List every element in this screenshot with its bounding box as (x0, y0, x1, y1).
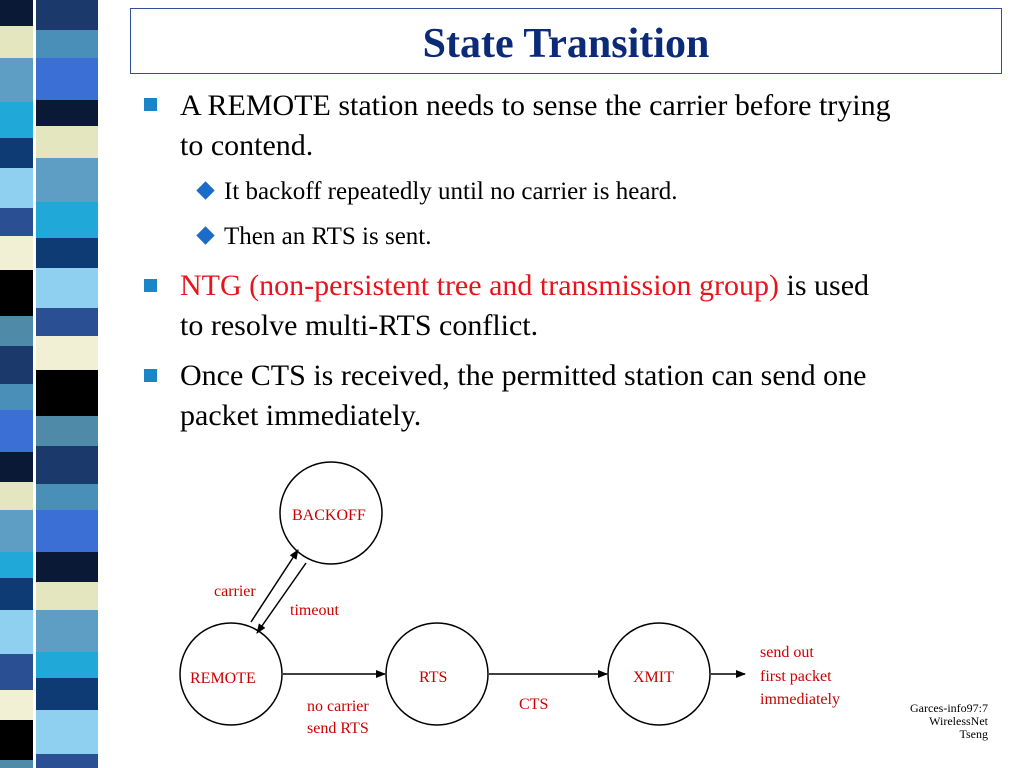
edge-label-immediately: immediately (760, 691, 840, 708)
strip-block (0, 760, 33, 768)
bullet-2-line-2: to resolve multi-RTS conflict. (180, 309, 539, 342)
strip-block (36, 370, 98, 416)
slide-title: State Transition (422, 21, 710, 67)
edge-label-send-out: send out (760, 644, 814, 661)
strip-block (0, 384, 33, 410)
state-rts-label: RTS (419, 669, 447, 686)
edge-timeout-arrow (256, 562, 307, 634)
state-xmit-label: XMIT (633, 669, 674, 686)
bullet-square-icon (144, 369, 157, 382)
bullet-3-line-2: packet immediately. (180, 399, 422, 432)
edge-label-send-rts: send RTS (307, 720, 369, 737)
strip-block (36, 202, 98, 238)
strip-block (36, 484, 98, 510)
state-backoff (279, 461, 383, 565)
strip-block (36, 0, 98, 30)
bullet-square-icon (144, 98, 157, 111)
strip-block (36, 30, 98, 58)
strip-block (0, 102, 33, 138)
edge-label-first-packet: first packet (760, 668, 832, 685)
strip-block (0, 270, 33, 316)
strip-block (0, 316, 33, 346)
edge-label-no-carrier: no carrier (307, 698, 369, 715)
state-remote-label: REMOTE (190, 670, 256, 687)
strip-block (36, 126, 98, 158)
bullet-2-rest: is used (779, 269, 870, 302)
strip-block (0, 138, 33, 168)
strip-block (0, 410, 33, 452)
strip-block (0, 26, 33, 58)
strip-block (36, 100, 98, 126)
strip-block (36, 582, 98, 610)
strip-block (0, 690, 33, 720)
bullet-square-icon (144, 279, 157, 292)
strip-block (36, 510, 98, 552)
strip-block (0, 208, 33, 236)
state-remote (179, 622, 283, 726)
title-box: State Transition (130, 8, 1002, 74)
strip-block (0, 510, 33, 552)
decorative-side-strip (0, 0, 98, 768)
strip-block (0, 58, 33, 102)
strip-block (0, 610, 33, 654)
strip-block (36, 268, 98, 308)
strip-divider (33, 0, 36, 768)
footer-line-3: Tseng (959, 727, 989, 741)
edge-label-cts: CTS (519, 696, 548, 713)
strip-block (36, 416, 98, 446)
slide-footer: Garces-info97:7 WirelessNet Tseng (910, 702, 988, 741)
strip-block (0, 168, 33, 208)
sub-bullet-1: It backoff repeatedly until no carrier i… (196, 176, 678, 208)
strip-block (36, 610, 98, 652)
strip-block (36, 710, 98, 754)
sub-bullet-2-text: Then an RTS is sent. (224, 223, 432, 250)
strip-block (0, 482, 33, 510)
bullet-1-line-1: A REMOTE station needs to sense the carr… (180, 89, 891, 122)
strip-block (0, 236, 33, 270)
ntg-highlight: NTG (non-persistent tree and transmissio… (180, 269, 780, 302)
strip-block (36, 58, 98, 100)
strip-block (36, 158, 98, 202)
edge-label-carrier: carrier (214, 583, 256, 600)
strip-block (36, 652, 98, 678)
strip-block (0, 720, 33, 760)
strip-block (36, 238, 98, 268)
edge-label-timeout: timeout (290, 602, 339, 619)
sub-bullet-1-text: It backoff repeatedly until no carrier i… (224, 178, 678, 205)
strip-block (36, 446, 98, 484)
strip-block (36, 754, 98, 768)
footer-line-1: Garces-info97:7 (910, 701, 988, 715)
strip-block (0, 578, 33, 610)
strip-block (36, 552, 98, 582)
edge-carrier-arrow (250, 549, 299, 623)
footer-line-2: WirelessNet (929, 714, 988, 728)
bullet-1-line-2: to contend. (180, 129, 314, 162)
strip-block (36, 336, 98, 370)
sub-bullet-2: Then an RTS is sent. (196, 221, 432, 253)
strip-block (0, 552, 33, 578)
bullet-3-line-1: Once CTS is received, the permitted stat… (180, 359, 867, 392)
state-backoff-label: BACKOFF (292, 507, 366, 524)
strip-block (36, 678, 98, 710)
strip-block (0, 452, 33, 482)
strip-block (36, 308, 98, 336)
state-rts (385, 622, 489, 726)
strip-block (0, 346, 33, 384)
strip-block (0, 0, 33, 26)
state-xmit (607, 622, 711, 726)
bullet-2-line-1: NTG (non-persistent tree and transmissio… (180, 266, 869, 306)
strip-block (0, 654, 33, 690)
